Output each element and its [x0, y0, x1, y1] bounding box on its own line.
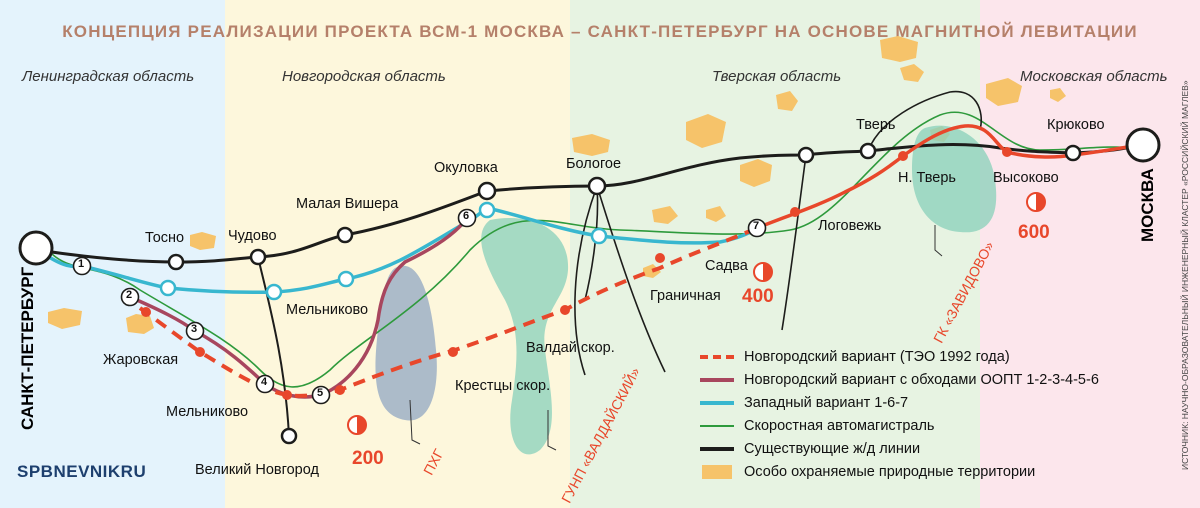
map-title: КОНЦЕПЦИЯ РЕАЛИЗАЦИИ ПРОЕКТА ВСМ-1 МОСКВ…	[62, 22, 1138, 41]
legend: Новгородский вариант (ТЭО 1992 года) Нов…	[700, 345, 1099, 483]
legend-swatch-black	[700, 442, 734, 456]
rail-branch-north	[867, 90, 982, 152]
label-tosno: Тосно	[145, 230, 185, 246]
point-3: 3	[191, 323, 198, 335]
label-kresttsy: Крестцы скор.	[455, 378, 551, 394]
label-melnikovo-south: Мельниково	[166, 404, 249, 420]
moscow-terminal	[1125, 127, 1161, 163]
western-variant-line	[37, 206, 759, 295]
label-logovezh: Логовежь	[818, 218, 882, 234]
point-1: 1	[78, 258, 85, 270]
rail-stations	[167, 142, 1082, 445]
point-5: 5	[317, 387, 324, 399]
rail-branch-bologoe-3	[574, 185, 598, 376]
cost-200: 200	[352, 448, 384, 469]
legend-label: Существующие ж/д линии	[744, 440, 921, 457]
variant-dots	[141, 147, 1012, 400]
legend-swatch-maroon	[700, 373, 734, 387]
novgorod-variant-line	[138, 226, 758, 398]
leader-phg	[409, 399, 421, 445]
cost-600: 600	[1018, 222, 1050, 243]
legend-label: Западный вариант 1-6-7	[744, 394, 909, 411]
region-label-tver: Тверская область	[712, 68, 842, 85]
label-bologoe: Бологое	[566, 156, 622, 172]
label-okulovka: Окуловка	[434, 160, 498, 176]
legend-swatch-green	[700, 419, 734, 433]
legend-label: Новгородский вариант (ТЭО 1992 года)	[744, 348, 1010, 365]
legend-swatch-dashed	[700, 350, 734, 364]
rail-branch-bologoe-1	[584, 185, 599, 301]
rail-branch-novgorod	[257, 256, 290, 437]
region-label-moscow: Московская область	[1020, 68, 1168, 85]
cost-400: 400	[742, 286, 774, 307]
legend-item-highway: Скоростная автомагистраль	[700, 414, 1099, 437]
cost-markers	[347, 192, 1046, 435]
region-band-tver	[570, 0, 980, 508]
highway-line	[47, 111, 1141, 388]
spb-terminal	[18, 230, 54, 266]
logo: SPBNEVNIKRU	[17, 462, 147, 481]
label-valday: Валдай скор.	[526, 340, 615, 356]
label-malaya-vishera: Малая Вишера	[296, 196, 399, 212]
point-6: 6	[463, 210, 470, 222]
label-sadva: Садва	[705, 258, 748, 274]
legend-label: Новгородский вариант с обходами ООПТ 1-2…	[744, 371, 1099, 388]
label-tver: Тверь	[856, 117, 896, 133]
point-2: 2	[126, 289, 133, 301]
legend-swatch-orange	[700, 464, 734, 479]
legend-item-novgorod-bypass: Новгородский вариант с обходами ООПТ 1-2…	[700, 368, 1099, 391]
reserve-valday	[481, 218, 569, 455]
legend-item-novgorod-variant: Новгородский вариант (ТЭО 1992 года)	[700, 345, 1099, 368]
label-vysokovo: Высоково	[993, 170, 1059, 186]
legend-item-protected: Особо охраняемые природные территории	[700, 460, 1099, 483]
label-veliky-novgorod: Великий Новгород	[195, 462, 319, 478]
reserve-phg	[375, 265, 437, 421]
point-7: 7	[753, 220, 760, 232]
legend-label: Особо охраняемые природные территории	[744, 463, 1036, 480]
label-moscow: МОСКВА	[1138, 168, 1157, 242]
label-zharovskaya: Жаровская	[103, 352, 179, 368]
region-label-novgorod: Новгородская область	[282, 68, 446, 85]
region-label-leningrad: Ленинградская область	[22, 68, 195, 85]
label-n-tver: Н. Тверь	[898, 170, 956, 186]
western-stations	[159, 201, 608, 301]
reserve-zavidovo	[912, 125, 997, 233]
legend-swatch-cyan	[700, 396, 734, 410]
legend-label: Скоростная автомагистраль	[744, 417, 935, 434]
point-4: 4	[261, 376, 268, 388]
rail-branch-bologoe-2	[596, 185, 666, 373]
label-spb: САНКТ-ПЕТЕРБУРГ	[18, 266, 37, 430]
leader-zavidovo	[934, 225, 943, 257]
label-kryukovo: Крюково	[1047, 117, 1105, 133]
numbered-points	[72, 208, 767, 405]
legend-item-western: Западный вариант 1-6-7	[700, 391, 1099, 414]
legend-item-railway: Существующие ж/д линии	[700, 437, 1099, 460]
label-chudovo: Чудово	[228, 228, 277, 244]
label-melnikovo-west: Мельниково	[286, 302, 369, 318]
leader-gunp	[547, 410, 557, 451]
source-note: ИСТОЧНИК: НАУЧНО-ОБРАЗОВАТЕЛЬНЫЙ ИНЖЕНЕР…	[1180, 80, 1190, 470]
rail-branch-tver	[781, 154, 807, 331]
label-granichnaya: Граничная	[650, 288, 721, 304]
